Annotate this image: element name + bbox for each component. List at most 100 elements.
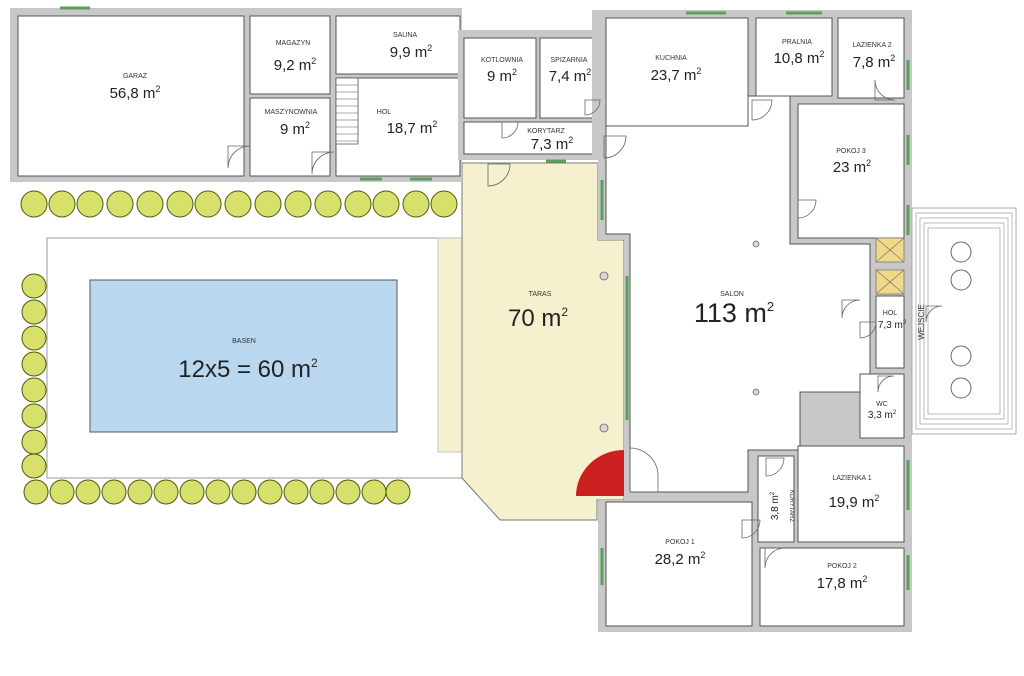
room-area: 18,7 m2 <box>387 119 438 137</box>
room-area: 7,3 m2 <box>878 320 907 331</box>
room-name: SAUNA <box>393 32 417 39</box>
room-maszynownia <box>249 97 331 177</box>
room-area: 23,7 m2 <box>651 66 702 84</box>
room-name: HOL <box>883 310 898 317</box>
room-name: MAGAZYN <box>276 40 311 47</box>
shaft-icon <box>875 237 905 295</box>
window-icon <box>60 6 910 590</box>
room-name: WC <box>876 401 888 408</box>
label-taras: TARAS 70 m2 <box>508 291 568 332</box>
tree-icon <box>231 479 257 505</box>
tree-icon <box>309 479 335 505</box>
tree-icon <box>75 479 101 505</box>
room-area: 12x5 = 60 m2 <box>178 356 318 383</box>
room-korytarz-top <box>463 121 601 155</box>
room-name: KUCHNIA <box>655 55 687 62</box>
room-korytarz-side <box>757 455 795 543</box>
tree-icon <box>361 479 387 505</box>
red-marker <box>576 450 624 496</box>
tree-icon <box>48 190 76 218</box>
room-name: SPIZARNIA <box>551 57 588 64</box>
column-icon <box>950 269 972 291</box>
tree-icon <box>402 190 430 218</box>
room-garaz <box>17 15 245 177</box>
tree-icon <box>372 190 400 218</box>
tree-icon <box>23 479 49 505</box>
room-name: LAZIENKA 2 <box>852 42 891 49</box>
label-kotlownia: KOTLOWNIA 9 m2 <box>481 57 523 85</box>
label-korytarz-side: KORYTARZ 3,8 m2 <box>770 490 794 522</box>
label-lazienka1: LAZIENKA 1 19,9 m2 <box>829 475 880 511</box>
tree-icon <box>430 190 458 218</box>
tree-icon <box>257 479 283 505</box>
tree-icon <box>21 299 47 325</box>
pool <box>89 279 398 433</box>
room-pokoj3 <box>797 103 905 239</box>
room-wc <box>859 373 905 439</box>
room-name: HOL <box>377 109 392 116</box>
room-area: 56,8 m2 <box>110 84 161 102</box>
pool-deck-strip <box>437 237 467 453</box>
tree-icon <box>166 190 194 218</box>
room-sauna <box>335 15 461 75</box>
stair-icon <box>335 77 359 145</box>
room-name: TARAS <box>529 291 552 298</box>
tree-icon <box>344 190 372 218</box>
tree-icon <box>254 190 282 218</box>
label-sauna: SAUNA 9,9 m2 <box>390 32 433 61</box>
tree-icon <box>335 479 361 505</box>
tree-icon <box>21 377 47 403</box>
tree-icon <box>385 479 411 505</box>
label-hol-entry: HOL 7,3 m2 <box>878 310 907 331</box>
room-area: 7,4 m2 <box>549 67 592 85</box>
room-area: 28,2 m2 <box>655 550 706 568</box>
room-area: 23 m2 <box>833 158 871 176</box>
room-name: PRALNIA <box>782 39 812 46</box>
room-spizarnia <box>539 37 601 119</box>
room-area: 19,9 m2 <box>829 493 880 511</box>
column-icon <box>950 345 972 367</box>
tree-icon <box>194 190 222 218</box>
tree-icon <box>21 453 47 479</box>
room-area: 17,8 m2 <box>817 574 868 592</box>
room-name: KORYTARZ <box>527 128 565 135</box>
room-name: POKOJ 2 <box>827 563 857 570</box>
room-name: KORYTARZ <box>788 490 794 522</box>
room-magazyn <box>249 15 331 95</box>
label-magazyn: MAGAZYN 9,2 m2 <box>274 40 317 74</box>
room-name: POKOJ 1 <box>665 539 695 546</box>
room-area: 7,3 m2 <box>531 135 574 153</box>
tree-row-bottom <box>23 479 411 505</box>
room-name: KOTLOWNIA <box>481 57 523 64</box>
column-icon <box>950 241 972 263</box>
room-pokoj1 <box>605 501 753 627</box>
label-pokoj1: POKOJ 1 28,2 m2 <box>655 539 706 568</box>
room-area: 113 m2 <box>694 298 774 328</box>
tree-icon <box>101 479 127 505</box>
tree-icon <box>127 479 153 505</box>
tree-column-left <box>21 273 47 479</box>
room-kuchnia <box>605 17 749 127</box>
room-area: 10,8 m2 <box>774 49 825 67</box>
room-name: POKOJ 3 <box>836 148 866 155</box>
room-area: 3,8 m2 <box>770 491 781 520</box>
room-name: BASEN <box>232 338 256 345</box>
room-name: SALON <box>720 291 744 298</box>
label-maszynownia: MASZYNOWNIA 9 m2 <box>265 109 318 138</box>
label-garaz: GARAZ 56,8 m2 <box>110 73 161 102</box>
room-hol-entry <box>875 295 905 369</box>
tree-icon <box>20 190 48 218</box>
label-kuchnia: KUCHNIA 23,7 m2 <box>651 55 702 84</box>
room-pokoj2 <box>759 547 905 627</box>
label-spizarnia: SPIZARNIA 7,4 m2 <box>549 57 592 85</box>
room-salon <box>605 95 871 493</box>
room-name: LAZIENKA 1 <box>832 475 871 482</box>
room-pralnia <box>755 17 833 97</box>
tree-icon <box>21 273 47 299</box>
label-wc: WC 3,3 m2 <box>868 401 897 421</box>
room-area: 7,8 m2 <box>853 53 896 71</box>
room-name: MASZYNOWNIA <box>265 109 318 116</box>
tree-icon <box>21 351 47 377</box>
tree-icon <box>284 190 312 218</box>
